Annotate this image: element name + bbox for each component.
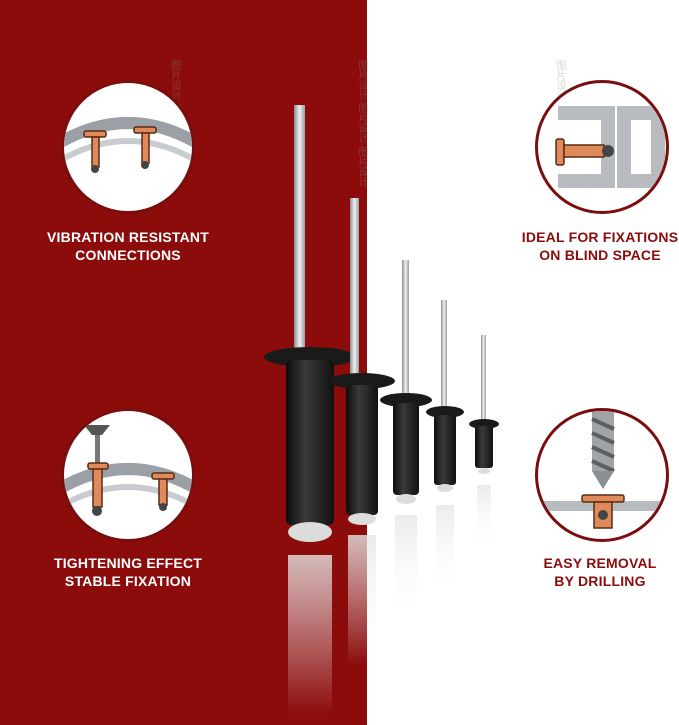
blind-space-circle (535, 80, 669, 214)
tightening-label-line1: TIGHTENING EFFECT (53, 555, 203, 571)
tightening-label-line2: STABLE FIXATION (64, 573, 192, 589)
tightening-label: TIGHTENING EFFECT STABLE FIXATION (28, 554, 228, 590)
blind-space-label: IDEAL FOR FIXATIONS ON BLIND SPACE (500, 228, 679, 264)
removal-circle (535, 408, 669, 542)
rivet-tightening-icon (64, 425, 192, 516)
vibration-label-line1: VIBRATION RESISTANT (47, 229, 209, 245)
rivet-large (264, 105, 356, 715)
vibration-circle (61, 80, 195, 214)
vibration-label: VIBRATION RESISTANT CONNECTIONS (28, 228, 228, 264)
removal-label: EASY REMOVAL BY DRILLING (500, 554, 679, 590)
removal-label-line1: EASY REMOVAL (543, 555, 657, 571)
blind-space-label-line1: IDEAL FOR FIXATIONS (521, 229, 679, 245)
vibration-label-line2: CONNECTIONS (75, 247, 181, 263)
rivet-blind-space-icon (555, 106, 665, 188)
rivet-medium-large (329, 198, 395, 665)
rivet-small (426, 300, 464, 595)
rivet-vibration-icon (64, 117, 192, 173)
tightening-circle (61, 408, 195, 542)
drill-bit-icon (538, 411, 666, 529)
rivet-smallest (469, 335, 499, 555)
blind-space-label-line2: ON BLIND SPACE (539, 247, 661, 263)
removal-label-line2: BY DRILLING (554, 573, 646, 589)
watermark-strip: 图片设计·图片设计·图片设计 (356, 60, 367, 187)
rivet-medium (380, 260, 432, 625)
rivets-product-image (264, 105, 499, 715)
